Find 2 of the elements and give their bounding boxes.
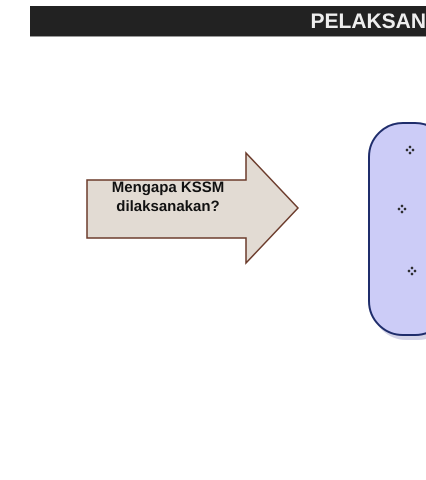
title: PELAKSAN xyxy=(310,10,426,34)
arrow-label: Mengapa KSSM dilaksanakan? xyxy=(110,178,226,216)
